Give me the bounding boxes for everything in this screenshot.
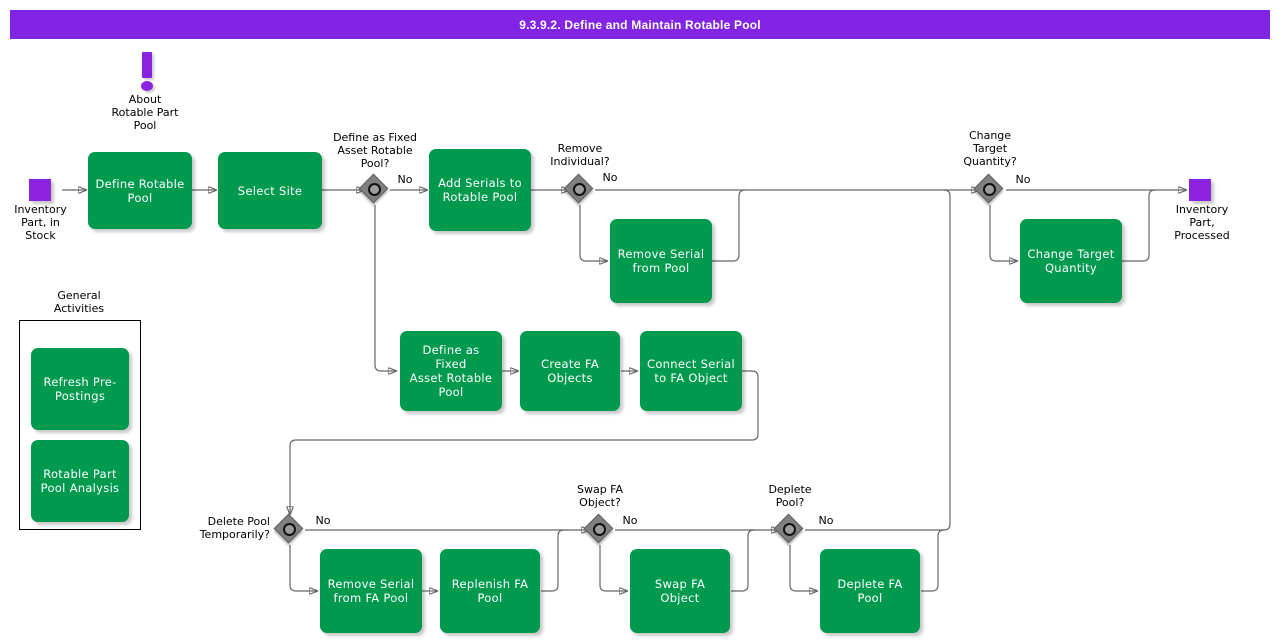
end-label: Inventory Part, Processed xyxy=(1174,203,1230,242)
decision-remove-individual[interactable] xyxy=(563,173,595,205)
decision-label-deplete-pool: Deplete Pool? xyxy=(768,483,812,509)
decision-define-as-fixed-asset-rotable-pool[interactable] xyxy=(358,173,390,205)
diamond-ring xyxy=(283,523,296,536)
start-marker xyxy=(29,179,51,201)
decision-label-swap-fa-object: Swap FA Object? xyxy=(576,483,624,509)
process-define-as-fixed-asset-rotable-pool[interactable]: Define as Fixed Asset Rotable Pool xyxy=(400,331,502,411)
process-change-target-quantity[interactable]: Change Target Quantity xyxy=(1020,219,1122,303)
process-deplete-fa-pool[interactable]: Deplete FA Pool xyxy=(820,549,920,633)
process-create-fa-objects[interactable]: Create FA Objects xyxy=(520,331,620,411)
process-replenish-fa-pool[interactable]: Replenish FA Pool xyxy=(440,549,540,633)
process-add-serials-to-rotable-pool[interactable]: Add Serials to Rotable Pool xyxy=(429,149,531,231)
diamond-ring xyxy=(593,523,606,536)
exclamation-bar xyxy=(142,52,152,78)
note-label: About Rotable Part Pool xyxy=(111,93,179,132)
branch-label-no-2: No xyxy=(602,171,618,184)
branch-label-no-6: No xyxy=(818,514,834,527)
exclamation-dot xyxy=(141,81,153,91)
process-connect-serial-to-fa-object[interactable]: Connect Serial to FA Object xyxy=(640,331,742,411)
process-remove-serial-from-pool[interactable]: Remove Serial from Pool xyxy=(610,219,712,303)
decision-label-remove-individual: Remove Individual? xyxy=(550,142,610,168)
process-define-rotable-pool[interactable]: Define Rotable Pool xyxy=(88,152,192,229)
branch-label-no-4: No xyxy=(315,514,331,527)
exclamation-icon xyxy=(136,52,158,92)
process-rotable-part-pool-analysis[interactable]: Rotable Part Pool Analysis xyxy=(31,440,129,522)
diamond-ring xyxy=(983,183,996,196)
process-select-site[interactable]: Select Site xyxy=(218,152,322,229)
decision-label-change-target-quantity: Change Target Quantity? xyxy=(963,129,1017,168)
diamond-ring xyxy=(368,183,381,196)
decision-swap-fa-object[interactable] xyxy=(583,513,615,545)
diamond-ring xyxy=(783,523,796,536)
end-marker xyxy=(1189,179,1211,201)
process-remove-serial-from-fa-pool[interactable]: Remove Serial from FA Pool xyxy=(320,549,422,633)
branch-label-no-1: No xyxy=(397,173,413,186)
decision-delete-pool-temporarily[interactable] xyxy=(273,513,305,545)
page-title: 9.3.9.2. Define and Maintain Rotable Poo… xyxy=(10,10,1270,39)
decision-deplete-pool[interactable] xyxy=(773,513,805,545)
process-swap-fa-object[interactable]: Swap FA Object xyxy=(630,549,730,633)
branch-label-no-5: No xyxy=(622,514,638,527)
decision-change-target-quantity[interactable] xyxy=(973,173,1005,205)
process-refresh-pre-postings[interactable]: Refresh Pre- Postings xyxy=(31,348,129,430)
branch-label-no-3: No xyxy=(1015,173,1031,186)
decision-label-delete-pool-temporarily: Delete Pool Temporarily? xyxy=(199,515,270,541)
start-label: Inventory Part, in Stock xyxy=(14,203,67,242)
diamond-ring xyxy=(573,183,586,196)
decision-label-define-as-fixed-asset-rotable-pool: Define as Fixed Asset Rotable Pool? xyxy=(333,131,417,170)
general-activities-title: General Activities xyxy=(53,289,105,315)
